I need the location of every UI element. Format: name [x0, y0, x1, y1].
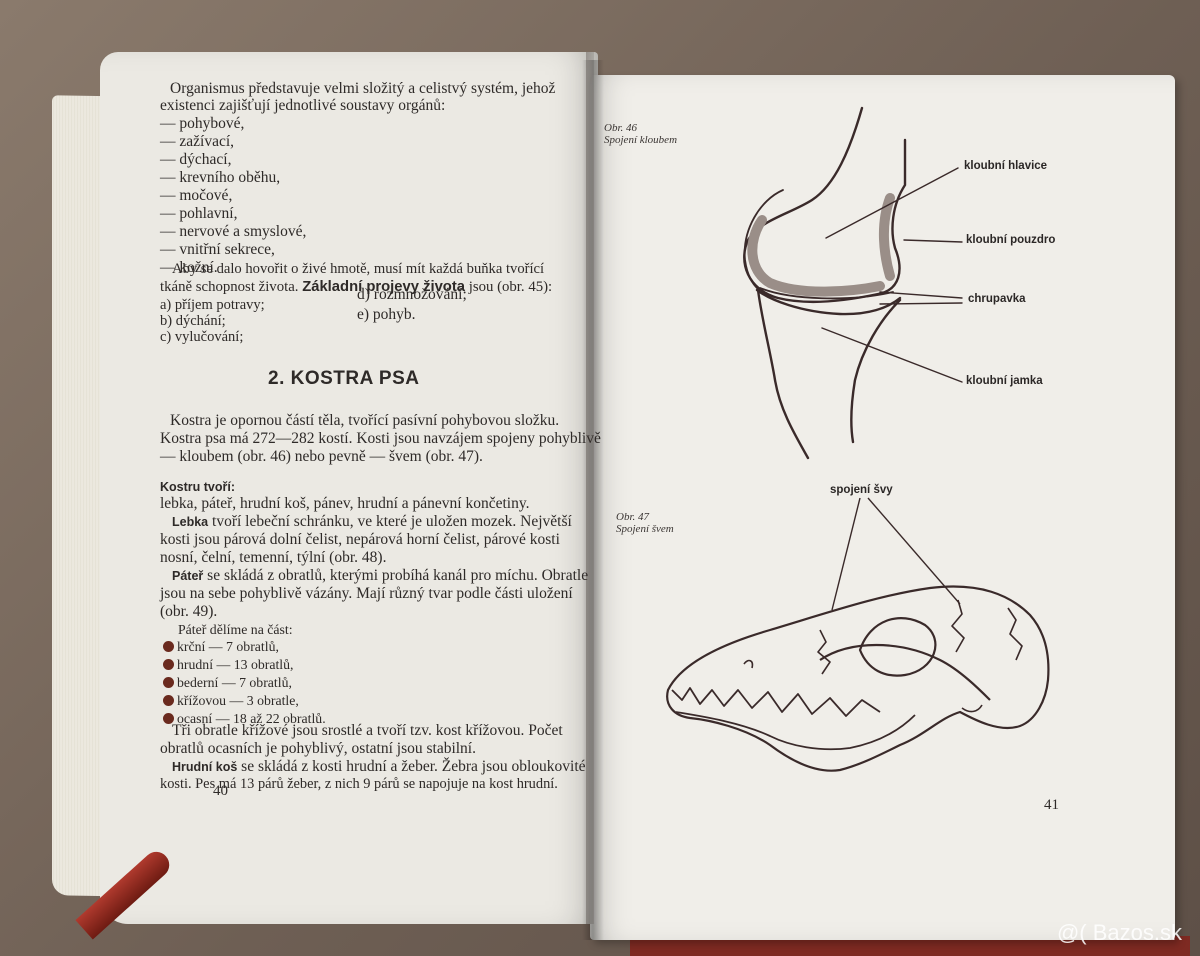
spine-part-item: křížovou — 3 obratle, [163, 692, 299, 710]
lower-bone-left [756, 288, 810, 460]
left-page-number: 40 [213, 783, 228, 799]
spine-parts-intro: Páteř dělíme na část: [178, 622, 293, 637]
bullet-icon [163, 659, 174, 670]
system-item: — nervové a smyslové, [160, 223, 307, 240]
bullet-icon [163, 713, 174, 724]
system-item: — močové, [160, 187, 233, 204]
intro-line-1: Organismus představuje velmi složitý a c… [170, 80, 556, 97]
section-title: 2. KOSTRA PSA [268, 368, 420, 389]
joint-gap [759, 287, 894, 300]
leader-suture-1 [831, 497, 861, 611]
skull-line-1: Lebka tvoří lebeční schránku, ve které j… [172, 513, 572, 530]
fig47-title: Spojení švem [616, 523, 674, 535]
orbit [858, 617, 937, 677]
system-item: — dýchací, [160, 151, 232, 168]
cartilage-band-right [878, 193, 895, 281]
chest-line-1: Hrudní koš se skládá z kosti hrudní a že… [172, 758, 586, 775]
chest-line-2: kosti. Pes má 13 párů žeber, z nich 9 pá… [160, 776, 558, 792]
spine-part-item: ocasní — 18 až 22 obratlů. [163, 710, 326, 728]
leader-socket [821, 327, 963, 383]
suture-parietal [951, 599, 965, 653]
gutter-shade [586, 52, 594, 924]
joint-diagram [743, 106, 963, 460]
skeleton-para-line-1: Kostra je opornou částí těla, tvořící pa… [170, 412, 560, 429]
leader-capsule [903, 239, 963, 243]
red-cover-edge [630, 936, 1190, 956]
spine-part-item: krční — 7 obratlů, [163, 638, 279, 656]
system-item: — zažívací, [160, 133, 235, 150]
spine-line-2: jsou na sebe pohyblivě vázány. Mají různ… [160, 585, 573, 602]
leader-head [825, 167, 959, 239]
skull-line-2: kosti jsou párová dolní čelist, nepárová… [160, 531, 560, 548]
label-sutures: spojení švy [830, 484, 893, 496]
manifestation-e: e) pohyb. [357, 306, 416, 323]
fig46-number: Obr. 46 [604, 122, 638, 134]
bazos-watermark: @( Bazos.sk [1056, 920, 1182, 945]
fig47-number: Obr. 47 [616, 511, 650, 523]
manifestation-a: a) příjem potravy; [160, 297, 265, 313]
life-paragraph-line-1: Aby se dalo hovořit o živé hmotě, musí m… [172, 261, 545, 277]
vertebra-line-1: Tři obratle křížové jsou srostlé a tvoří… [172, 722, 563, 739]
spine-part-item: hrudní — 13 obratlů, [163, 656, 294, 674]
fig46-title: Spojení kloubem [604, 134, 678, 146]
spine-line-3: (obr. 49). [160, 603, 218, 620]
zygomatic-arch [819, 643, 991, 701]
skeleton-para-line-2: Kostra psa má 272—282 kostí. Kosti jsou … [160, 430, 601, 447]
socket-rim [755, 288, 902, 316]
book-spine-shadow [582, 60, 604, 940]
bullet-icon [163, 641, 174, 652]
label-cartilage: chrupavka [968, 293, 1026, 305]
system-item: — pohybové, [160, 115, 245, 132]
life-paragraph-line-2: tkáně schopnost života. Základní projevy… [160, 279, 553, 295]
intro-line-2: existenci zajišťují jednotlivé soustavy … [160, 97, 446, 114]
suture-frontal [817, 629, 831, 675]
nasal-detail [743, 659, 754, 669]
upper-bone-outline [743, 106, 907, 304]
spine-line-1: Páteř se skládá z obratlů, kterými probí… [172, 567, 589, 584]
leader-cartilage-2 [879, 302, 963, 305]
vertebra-line-2: obratlů ocasních je pohyblivý, ostatní j… [160, 740, 476, 757]
leader-suture-2 [867, 497, 961, 605]
skull-diagram [666, 497, 1050, 772]
spine-part-item: bederní — 7 obratlů, [163, 674, 292, 692]
upper-teeth [671, 687, 881, 717]
system-item: — kožní. [160, 259, 218, 276]
system-item: — pohlavní, [160, 205, 238, 222]
skeleton-para-line-3: — kloubem (obr. 46) nebo pevně — švem (o… [160, 448, 483, 465]
leader-cartilage-1 [879, 291, 963, 299]
lower-bone-right [850, 298, 902, 444]
manifestation-d: d) rozmnožování; [357, 286, 467, 303]
system-item: — krevního oběhu, [160, 169, 281, 186]
skeleton-made-label: Kostru tvoří: [160, 480, 235, 494]
suture-occipital [1007, 607, 1023, 661]
manifestation-b: b) dýchání; [160, 313, 226, 329]
skull-outline [666, 585, 1050, 772]
label-joint-socket: kloubní jamka [966, 375, 1043, 387]
foramen-detail [961, 704, 983, 713]
label-joint-head: kloubní hlavice [964, 160, 1048, 172]
manifestation-c: c) vylučování; [160, 329, 244, 345]
label-joint-capsule: kloubní pouzdro [966, 234, 1056, 246]
skull-line-3: nosní, čelní, temenní, týlní (obr. 48). [160, 549, 387, 566]
skeleton-made: lebka, páteř, hrudní koš, pánev, hrudní … [160, 495, 530, 512]
system-item: — vnitřní sekrece, [160, 241, 275, 258]
bullet-icon [163, 677, 174, 688]
lower-jaw [675, 711, 916, 751]
left-page [100, 52, 598, 924]
right-page-number: 41 [1044, 797, 1059, 813]
cartilage-band [747, 215, 885, 297]
bullet-icon [163, 695, 174, 706]
